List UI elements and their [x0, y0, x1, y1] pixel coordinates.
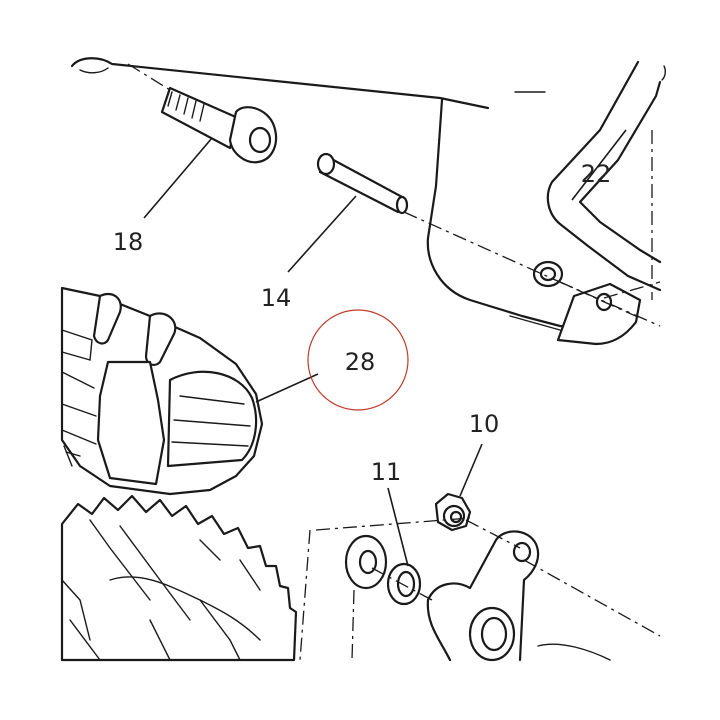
frame-bracket [70, 57, 630, 331]
callout-14: 14 [261, 284, 292, 312]
side-stand-part-22 [546, 60, 667, 346]
callout-11: 11 [371, 458, 402, 486]
pin-part-14 [316, 152, 409, 215]
center-lines [127, 63, 661, 661]
highlight-circle [307, 309, 409, 411]
leader-lines [143, 129, 627, 567]
callout-22: 22 [581, 160, 612, 188]
serrated-footpeg [60, 494, 298, 662]
callout-10: 10 [469, 410, 500, 438]
link-arm [426, 530, 611, 662]
spring-washer-part-11 [386, 562, 422, 606]
callout-18: 18 [113, 228, 144, 256]
flange-nut-part-10 [434, 492, 472, 532]
bolt-part-18 [160, 86, 278, 164]
callout-28: 28 [345, 348, 376, 376]
footpeg-rubber-part-28 [60, 286, 264, 496]
washer-large [344, 534, 388, 590]
bracket-bushing [532, 260, 564, 288]
